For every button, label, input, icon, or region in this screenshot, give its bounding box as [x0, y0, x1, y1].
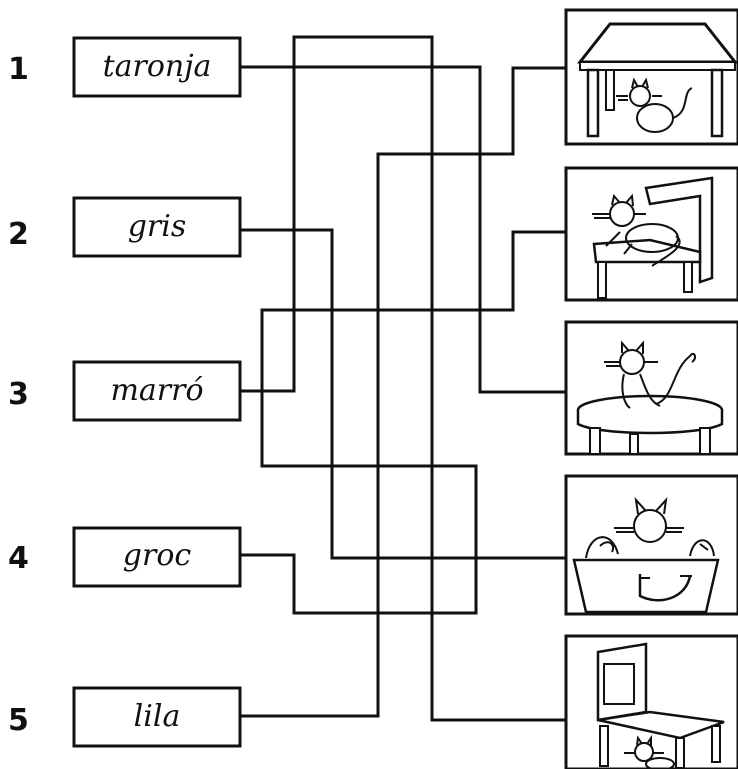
row-5: 5 lila [8, 686, 242, 748]
cat-under-table-icon [564, 8, 738, 146]
cat-under-chair-icon [564, 634, 738, 769]
number-label: 5 [8, 703, 29, 738]
word-label: taronja [103, 49, 212, 84]
number-label: 3 [8, 377, 29, 412]
connecting-lines [240, 35, 566, 722]
word-box [72, 36, 242, 98]
line-3a [240, 35, 566, 722]
line-2 [240, 228, 566, 560]
line-5 [240, 66, 566, 718]
line-4 [240, 391, 478, 615]
cat-on-round-table-icon [564, 320, 738, 456]
cat-on-chair-icon [564, 166, 738, 302]
word-label: groc [123, 538, 192, 573]
row-2: 2 gris [8, 196, 242, 258]
word-box [72, 526, 242, 588]
word-box [72, 686, 242, 748]
word-label: marró [110, 373, 203, 408]
number-label: 4 [8, 541, 29, 576]
word-box [72, 360, 242, 422]
line-3b [260, 230, 566, 391]
row-4: 4 groc [8, 526, 242, 588]
row-3: 3 marró [8, 360, 242, 422]
word-box [72, 196, 242, 258]
word-label: lila [134, 699, 181, 734]
row-1: 1 taronja [8, 36, 242, 98]
word-label: gris [128, 209, 187, 244]
number-label: 1 [8, 52, 29, 87]
cat-in-bag-icon [564, 474, 738, 616]
line-1 [240, 65, 566, 394]
number-label: 2 [8, 217, 29, 252]
